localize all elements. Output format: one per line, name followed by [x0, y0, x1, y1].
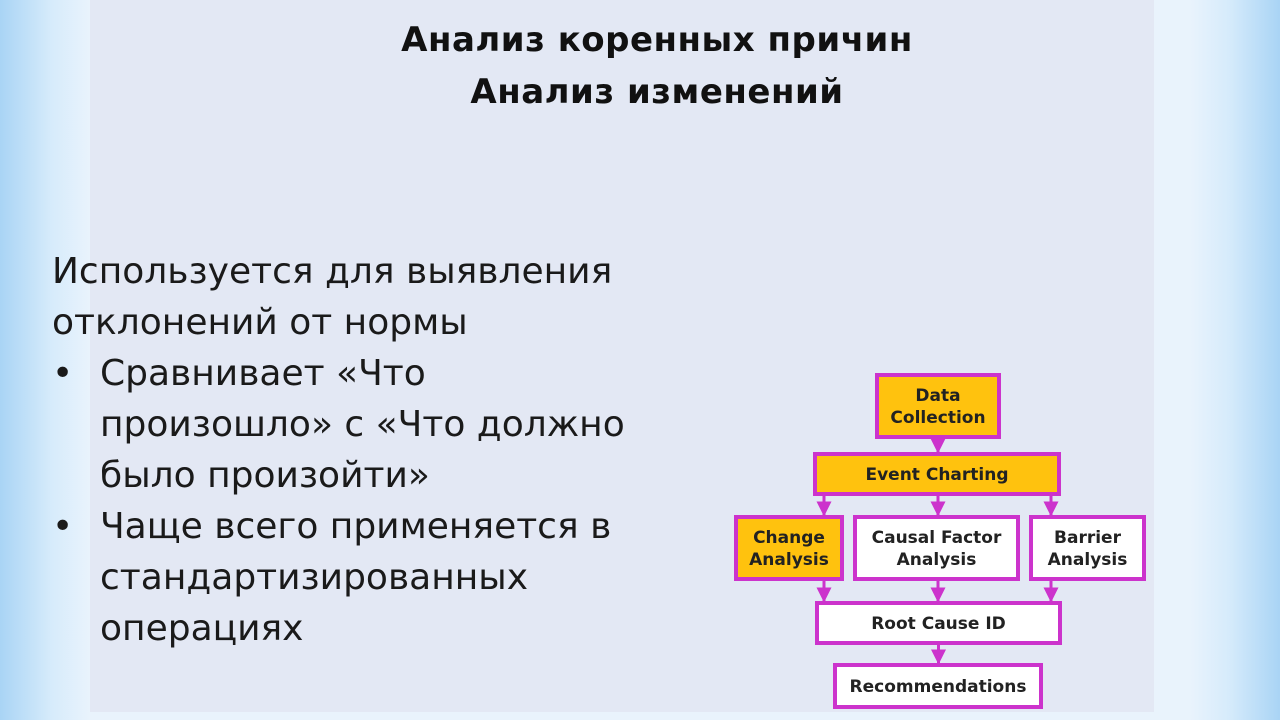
node-label: Change: [753, 528, 825, 548]
bullet-line: произошло» с «Что должно: [100, 404, 625, 445]
bullet-marker: •: [52, 353, 74, 394]
node-box: [833, 663, 1043, 709]
node-label: Recommendations: [850, 677, 1027, 697]
slide-panel: [90, 0, 1154, 712]
node-box: [1029, 515, 1146, 581]
node-label: Event Charting: [865, 465, 1008, 485]
node-label: Analysis: [749, 550, 829, 570]
node-label: Barrier: [1054, 528, 1122, 548]
bullet-line: Сравнивает «Что: [100, 353, 426, 394]
bullet-list: • Сравнивает «Что произошло» с «Что долж…: [52, 348, 692, 654]
node-label: Causal Factor: [872, 528, 1002, 548]
bullet-line: было произойти»: [100, 455, 430, 496]
bullet-line: операциях: [100, 608, 304, 649]
node-event-charting: Event Charting: [813, 452, 1061, 496]
slide-body: Используется для выявления отклонений от…: [52, 246, 692, 654]
node-box: [853, 515, 1020, 581]
node-label: Analysis: [897, 550, 977, 570]
node-label: Root Cause ID: [871, 614, 1006, 634]
bullet-item: • Чаще всего применяется в стандартизиро…: [52, 501, 692, 654]
node-label: Collection: [890, 408, 985, 428]
node-label: Analysis: [1048, 550, 1128, 570]
node-box: [815, 601, 1062, 645]
bullet-line: Чаще всего применяется в: [100, 506, 612, 547]
node-root-cause-id: Root Cause ID: [815, 601, 1062, 645]
bullet-marker: •: [52, 506, 74, 547]
node-label: Data: [915, 386, 960, 406]
bullet-line: стандартизированных: [100, 557, 529, 598]
title-line-1: Анализ коренных причин: [401, 20, 913, 60]
node-box: [813, 452, 1061, 496]
bullet-item: • Сравнивает «Что произошло» с «Что долж…: [52, 348, 692, 501]
node-box: [875, 373, 1001, 439]
lead-line-2: отклонений от нормы: [52, 302, 468, 343]
slide-title: Анализ коренных причин Анализ изменений: [90, 14, 1224, 118]
lead-text: Используется для выявления отклонений от…: [52, 246, 692, 348]
node-recommendations: Recommendations: [833, 663, 1043, 709]
lead-line-1: Используется для выявления: [52, 251, 613, 292]
node-box: [734, 515, 844, 581]
title-line-2: Анализ изменений: [470, 72, 844, 112]
